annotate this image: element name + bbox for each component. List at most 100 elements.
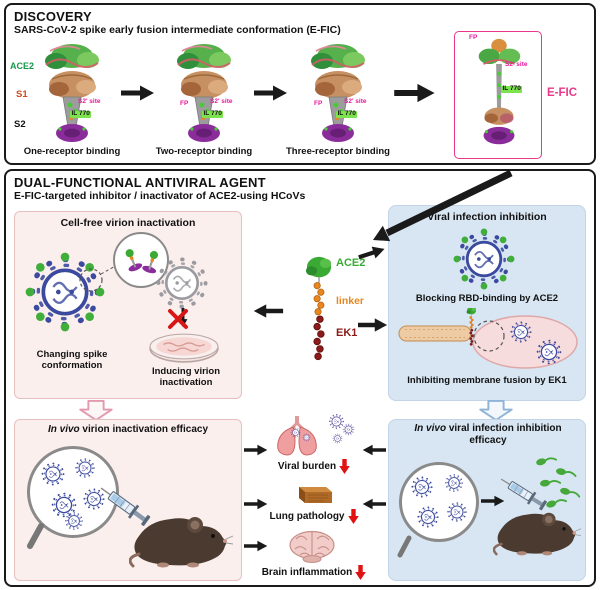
fp-label: FP	[469, 34, 478, 41]
petri-dish-icon	[147, 328, 221, 365]
invivo-rest: viral infection inhibition efficacy	[446, 423, 562, 446]
magnifier-icon	[399, 462, 479, 542]
virus-icon	[40, 461, 66, 487]
s2-site-label: S2' site	[505, 61, 528, 68]
structure-caption: One-receptor binding	[23, 146, 121, 157]
virus-icon	[64, 511, 84, 531]
discovery-to-agent-arrow	[373, 171, 513, 242]
arrow-right-icon	[244, 539, 268, 553]
efic-label: E-FIC	[547, 87, 578, 99]
virus-icon	[444, 473, 464, 493]
il770-label: IL 770	[70, 110, 92, 118]
structure-caption: Two-receptor binding	[155, 146, 253, 157]
membrane-fusion-illustration	[398, 308, 578, 369]
arrow-right-icon	[244, 443, 268, 457]
lung-tissue-icon	[294, 479, 334, 507]
il770-label: IL 770	[501, 85, 523, 93]
arrow-left-icon	[362, 497, 386, 511]
invivo-inhibition-title: In vivo viral infection inhibition effic…	[403, 423, 573, 447]
s2-site-label: S2' site	[78, 98, 101, 105]
fp-label: FP	[180, 100, 189, 107]
changing-conformation-caption: Changing spike conformation	[36, 349, 108, 371]
discovery-panel: DISCOVERY SARS-CoV-2 spike early fusion …	[4, 3, 596, 165]
viral-burden-label: Viral burden	[277, 460, 337, 472]
agent-title: DUAL-FUNCTIONAL ANTIVIRAL AGENT	[14, 175, 266, 190]
invivo-inactivation-title: In vivo virion inactivation efficacy	[15, 424, 241, 435]
inducing-inactivation-caption: Inducing virion inactivation	[151, 366, 221, 388]
virus-icon	[342, 423, 355, 436]
pink-down-arrow-icon	[78, 400, 114, 421]
virion-inactivation-box: Cell-free virion inactivation Changing s…	[14, 211, 242, 399]
infection-inhibition-title: Viral infection inhibition	[427, 211, 547, 223]
outcome-viral-burden: Viral burden	[254, 459, 374, 474]
mouse-icon	[493, 508, 581, 558]
magnifier-handle	[397, 535, 412, 558]
infection-inhibition-box: Viral infection inhibition Blocking RBD-…	[388, 205, 586, 401]
inhibiting-fusion-label: Inhibiting membrane fusion by EK1	[407, 375, 567, 386]
brain-inflammation-label: Brain inflammation	[261, 566, 353, 578]
outcome-lung-pathology: Lung pathology	[254, 509, 374, 524]
discovery-title: DISCOVERY	[14, 9, 92, 24]
lung-pathology-label: Lung pathology	[269, 510, 345, 522]
ace2-linker-ek1-molecule-icon	[302, 255, 336, 361]
efic-box: FP S2' site IL 770	[454, 31, 542, 159]
spike-structure-three-receptor: FP S2' site IL 770	[296, 41, 380, 145]
outcome-brain-inflammation: Brain inflammation	[248, 565, 380, 580]
fp-label: FP	[314, 100, 323, 107]
s2-site-label: S2' site	[344, 98, 367, 105]
arrow-right-icon	[250, 84, 292, 102]
ace2-molecule-label: ACE2	[336, 257, 366, 269]
spike-protein-icon	[30, 41, 114, 145]
arrow-left-icon	[250, 303, 286, 319]
spike-protein-icon	[162, 41, 246, 145]
invivo-italic: In vivo	[47, 424, 80, 435]
invivo-rest: virion inactivation efficacy	[79, 424, 209, 435]
magnifier-handle	[27, 523, 44, 549]
discovery-subtitle: SARS-CoV-2 spike early fusion intermedia…	[14, 24, 341, 36]
arrow-right-icon	[244, 497, 268, 511]
s1-side-label: S1	[16, 89, 28, 100]
blocking-rbd-label: Blocking RBD-binding by ACE2	[415, 293, 559, 304]
antiviral-agent-panel: DUAL-FUNCTIONAL ANTIVIRAL AGENT E-FIC-ta…	[4, 169, 596, 587]
s2-side-label: S2	[14, 119, 26, 130]
arrow-left-icon	[362, 443, 386, 457]
spike-protein-icon	[296, 41, 380, 145]
virus-icon	[416, 505, 440, 529]
efic-structure-icon	[464, 37, 534, 151]
inactivated-virus-icon	[153, 254, 211, 312]
invivo-inactivation-box: In vivo virion inactivation efficacy	[14, 419, 242, 581]
virus-icon	[446, 501, 468, 523]
magnifier-icon	[113, 232, 169, 288]
magnifier-icon	[27, 446, 119, 538]
invivo-inhibition-box: In vivo viral infection inhibition effic…	[388, 419, 586, 581]
virus-icon	[302, 433, 311, 442]
agent-subtitle: E-FIC-targeted inhibitor / inactivator o…	[14, 190, 306, 202]
spike-structure-one-receptor: S2' site IL 770	[30, 41, 114, 145]
ace2-side-label: ACE2	[10, 61, 35, 71]
virion-inactivation-title: Cell-free virion inactivation	[60, 217, 196, 229]
arrow-right-icon	[481, 494, 505, 508]
ek1-label: EK1	[336, 327, 358, 339]
red-down-arrow-icon	[355, 565, 366, 580]
tadpole-molecule-icon	[534, 451, 559, 469]
spike-structure-two-receptor: FP S2' site IL 770	[162, 41, 246, 145]
red-down-arrow-icon	[348, 509, 359, 524]
virus-icon	[410, 475, 434, 499]
virus-icon	[74, 457, 96, 479]
brain-icon	[288, 529, 336, 563]
virus-icon	[290, 427, 301, 438]
virus-icon	[332, 433, 343, 444]
tadpole-molecule-icon	[538, 475, 562, 491]
linker-label: linker	[336, 295, 365, 307]
mouse-icon	[129, 512, 233, 570]
structure-caption: Three-receptor binding	[286, 146, 390, 157]
arrow-right-icon	[118, 84, 158, 102]
red-x-icon	[167, 308, 189, 330]
red-down-arrow-icon	[339, 459, 350, 474]
arrow-right-icon	[386, 82, 444, 104]
arrow-right-icon	[358, 317, 388, 333]
s2-site-label: S2' site	[210, 98, 233, 105]
il770-label: IL 770	[202, 110, 224, 118]
blue-down-arrow-icon	[478, 400, 514, 421]
